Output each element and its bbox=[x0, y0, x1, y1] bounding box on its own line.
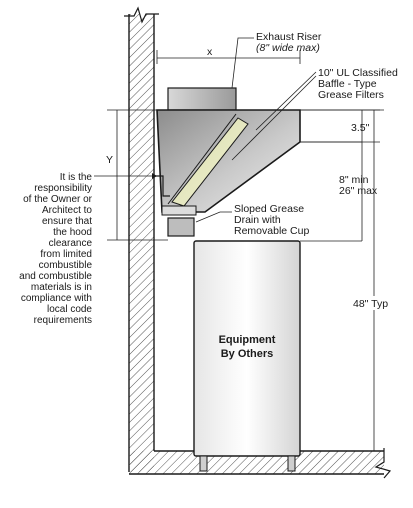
floor bbox=[129, 448, 392, 479]
drain-label-line2: Drain with bbox=[234, 214, 281, 226]
equipment-leg-left bbox=[199, 455, 208, 472]
clearance-dimension: 8" min 26" max bbox=[300, 141, 378, 242]
clearance-note: It is the responsibility of the Owner or… bbox=[19, 172, 157, 326]
note-line: the hood bbox=[53, 227, 92, 238]
x-dimension: x bbox=[156, 46, 301, 64]
grease-cup bbox=[167, 217, 195, 237]
exhaust-riser-note: (8" wide max) bbox=[256, 42, 320, 54]
y-dimension-label: Y bbox=[106, 154, 113, 166]
filters-label-line2: Baffle - Type bbox=[318, 78, 377, 90]
wall-bracket bbox=[155, 175, 170, 197]
equipment-leg-right bbox=[287, 455, 296, 472]
note-line: clearance bbox=[49, 238, 93, 249]
dim-26-max-label: 26" max bbox=[339, 185, 378, 197]
dim-3-5-label: 3.5" bbox=[351, 122, 370, 134]
note-line: materials is in bbox=[31, 282, 92, 293]
note-line: responsibility bbox=[34, 183, 92, 194]
note-line: from limited bbox=[40, 249, 92, 260]
exhaust-riser-label: Exhaust Riser bbox=[256, 31, 322, 43]
grease-drain bbox=[161, 205, 197, 216]
note-line: Architect to bbox=[42, 205, 92, 216]
note-line: requirements bbox=[34, 315, 92, 326]
note-line: and combustible bbox=[19, 271, 92, 282]
drain-label-line1: Sloped Grease bbox=[234, 203, 304, 215]
equipment: Equipment By Others bbox=[193, 240, 301, 472]
y-dimension: Y bbox=[106, 109, 168, 241]
equipment-label-line1: Equipment bbox=[219, 334, 276, 346]
dim-8-min-label: 8" min bbox=[339, 174, 369, 186]
filters-callout: 10" UL Classified Baffle - Type Grease F… bbox=[231, 67, 398, 161]
filters-label-line3: Grease Filters bbox=[318, 89, 384, 101]
note-line: It is the bbox=[60, 172, 93, 183]
exhaust-riser bbox=[167, 87, 237, 111]
note-line: local code bbox=[47, 304, 92, 315]
hood bbox=[155, 109, 301, 237]
dim-48: 48" Typ bbox=[300, 109, 398, 452]
note-line: ensure that bbox=[42, 216, 92, 227]
x-dimension-label: x bbox=[207, 46, 213, 58]
drain-label-line3: Removable Cup bbox=[234, 225, 309, 237]
floor-break-mark bbox=[374, 448, 392, 479]
dim-48-label: 48" Typ bbox=[353, 298, 388, 310]
wall-break-mark bbox=[124, 6, 159, 24]
dim-3-5: 3.5" bbox=[300, 109, 380, 143]
wall bbox=[124, 6, 159, 472]
note-line: combustible bbox=[39, 260, 93, 271]
exhaust-riser-callout: Exhaust Riser (8" wide max) bbox=[231, 31, 322, 89]
equipment-label-line2: By Others bbox=[221, 348, 274, 360]
note-line: of the Owner or bbox=[23, 194, 93, 205]
filters-label-line1: 10" UL Classified bbox=[318, 67, 398, 79]
drain-callout: Sloped Grease Drain with Removable Cup bbox=[195, 203, 309, 237]
note-line: compliance with bbox=[21, 293, 92, 304]
filter-frame bbox=[167, 113, 237, 205]
